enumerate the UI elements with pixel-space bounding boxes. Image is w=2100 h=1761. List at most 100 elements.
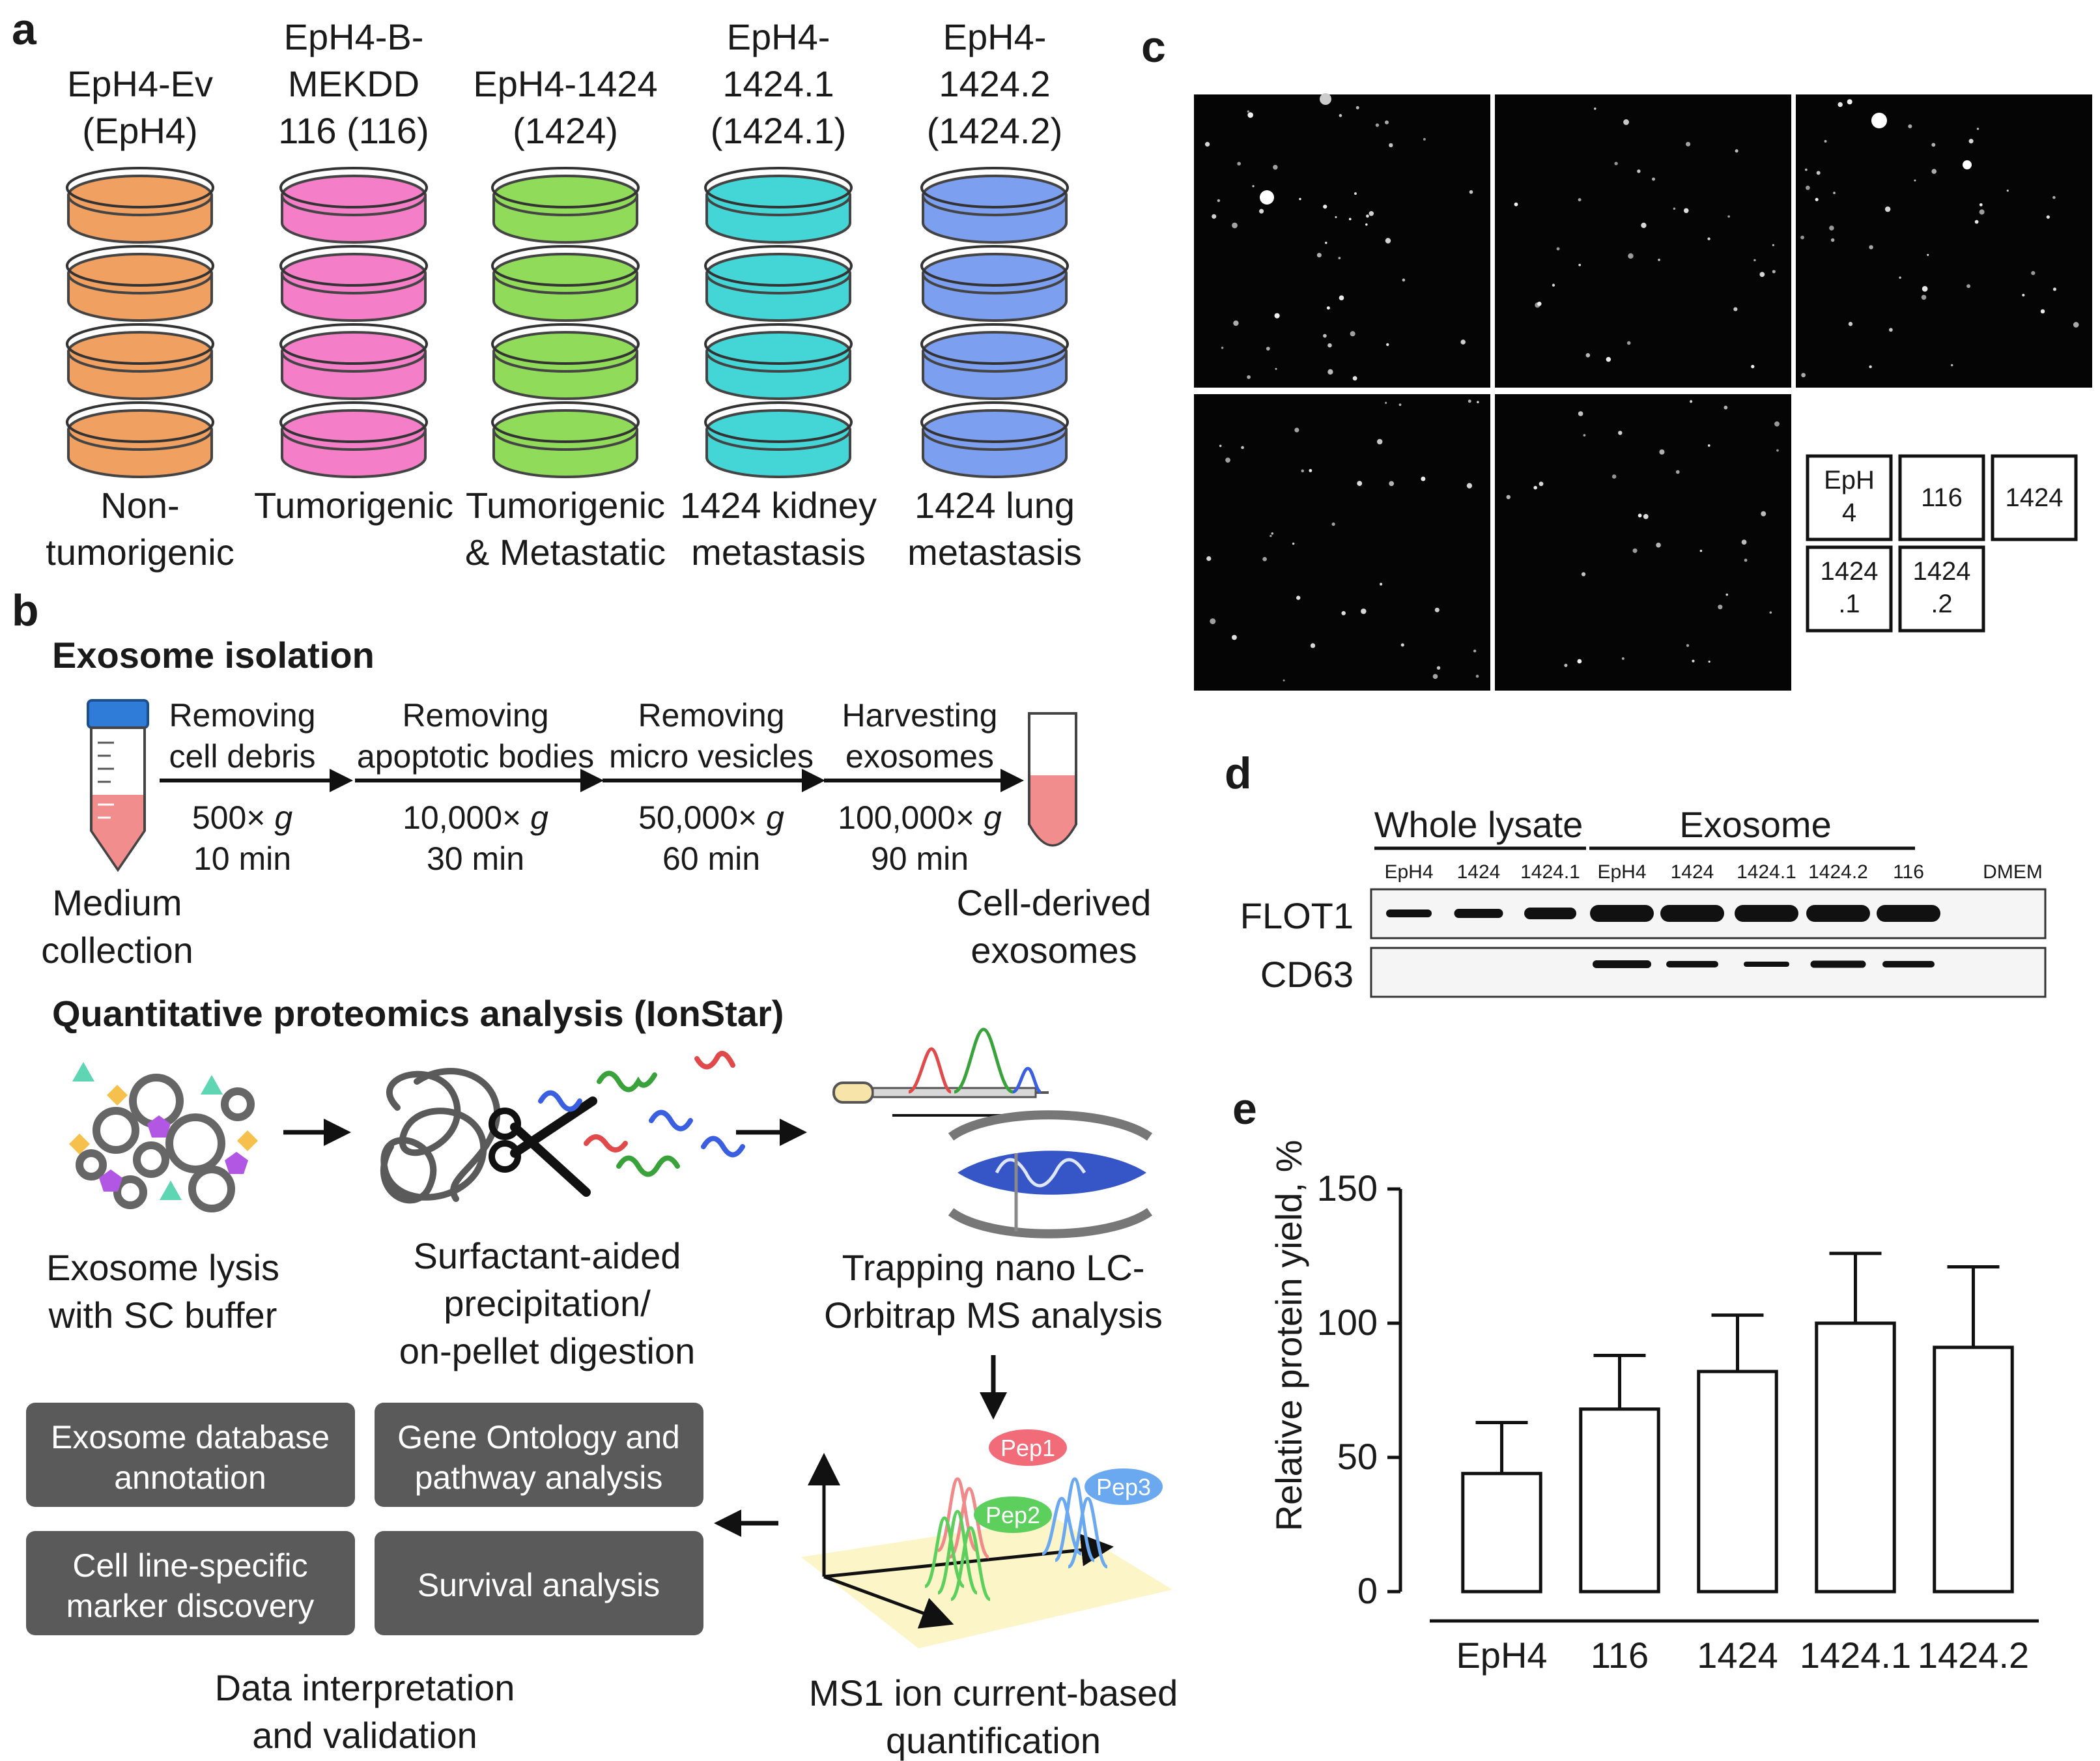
orbitrap-icon <box>948 1110 1152 1238</box>
cell-line-title: 1424.2 <box>939 63 1050 104</box>
step-label: apoptotic bodies <box>357 738 594 775</box>
lcms-label-line2: Orbitrap MS analysis <box>824 1295 1163 1336</box>
culture-dish-icon <box>491 167 640 244</box>
legend-box-116: 116 <box>1898 454 1985 541</box>
digestion-label-line2: precipitation/ <box>444 1283 651 1324</box>
legend-eph4-line2: 4 <box>1842 498 1856 527</box>
bar-1424.2 <box>1933 1345 2014 1594</box>
panel-a-label: a <box>12 5 37 54</box>
row-label-cd63: CD63 <box>1260 954 1354 995</box>
legend-1424-2-line1: 1424 <box>1913 557 1971 586</box>
cell-line-title: 1424.1 <box>722 63 834 104</box>
lane-label: EpH4 <box>1597 861 1646 883</box>
flot1-band <box>1660 905 1724 922</box>
step-label: Removing <box>402 697 548 734</box>
cell-line-title: MEKDD <box>288 63 419 104</box>
box2-line1: Gene Ontology and <box>397 1419 680 1455</box>
culture-dish-icon <box>704 245 853 322</box>
step-time: 90 min <box>871 840 969 877</box>
blot-cd63 <box>1370 947 2047 998</box>
blot-bands <box>1386 905 1940 968</box>
start-label-line2: collection <box>41 930 193 971</box>
cell-line-title: EpH4- <box>727 16 830 57</box>
cell-line-title: 116 (116) <box>278 110 429 151</box>
step-time: 30 min <box>427 840 524 877</box>
culture-dish-icon <box>491 245 640 322</box>
microscopy-image-116 <box>1495 94 1791 388</box>
bar-1424.1 <box>1815 1321 1896 1594</box>
cell-line-title: (1424) <box>513 110 618 151</box>
x-tick-label: 116 <box>1591 1635 1649 1676</box>
interp-label-line1: Data interpretation <box>215 1667 515 1708</box>
lane-label: EpH4 <box>1384 861 1433 883</box>
row-label-flot1: FLOT1 <box>1240 895 1354 936</box>
panel-e-label: e <box>1232 1084 1257 1134</box>
culture-dish-icon <box>491 401 640 478</box>
interp-label-line2: and validation <box>252 1715 477 1756</box>
pep3-label: Pep3 <box>1096 1474 1151 1500</box>
box1-line1: Exosome database <box>51 1419 330 1455</box>
y-tick-label: 100 <box>1317 1302 1378 1343</box>
cell-line-title: EpH4-B- <box>284 16 424 57</box>
lane-label: 116 <box>1893 861 1924 883</box>
lane-label: DMEM <box>1983 861 2043 883</box>
lysis-label-line2: with SC buffer <box>48 1295 277 1336</box>
step-label: Harvesting <box>842 697 998 734</box>
legend-116-line1: 116 <box>1921 483 1963 512</box>
scissors-icon <box>489 1096 597 1197</box>
cell-line-title: EpH4-1424 <box>473 63 657 104</box>
dish-columns: EpH4-Ev(EpH4)Non-tumorigenicEpH4-B-MEKDD… <box>46 16 1082 573</box>
box2-line2: pathway analysis <box>415 1459 663 1496</box>
cell-line-description: tumorigenic <box>46 532 234 573</box>
flot1-band <box>1454 909 1503 918</box>
y-axis-label: Relative protein yield, % <box>1268 1140 1309 1532</box>
cell-line-description: Tumorigenic <box>466 485 665 526</box>
cell-line-description: metastasis <box>907 532 1082 573</box>
culture-dish-icon <box>491 323 640 400</box>
y-tick-label: 50 <box>1337 1436 1378 1477</box>
digestion-label-line3: on-pellet digestion <box>399 1330 696 1371</box>
culture-dish-icon <box>920 401 1069 478</box>
step-force: 500× g <box>192 799 293 836</box>
isolation-step-1: Removing apoptotic bodies 10,000× g 30 min <box>355 697 604 877</box>
protein-shapes-icon <box>69 1062 258 1200</box>
microscopy-image-eph4 <box>1194 93 1490 388</box>
panel-c: c EpH 4 116 <box>1141 22 2092 691</box>
culture-dish-icon <box>920 167 1069 244</box>
panel-e: e Relative protein yield, % 050100150EpH… <box>1232 1084 2039 1676</box>
step-force: 50,000× g <box>638 799 784 836</box>
legend-1424-2-line2: .2 <box>1931 590 1952 618</box>
culture-dish-icon <box>279 401 428 478</box>
legend-box-eph4: EpH 4 <box>1806 454 1893 541</box>
x-tick-label: EpH4 <box>1456 1635 1547 1676</box>
lane-label: 1424.1 <box>1520 861 1580 883</box>
exosome-tube-icon <box>1028 712 1077 847</box>
box4-line1: Survival analysis <box>418 1567 660 1603</box>
legend-box-1424-1: 1424 .1 <box>1806 545 1893 633</box>
end-label-line1: Cell-derived <box>957 882 1152 923</box>
panel-d-label: d <box>1225 749 1252 798</box>
step-force: 10,000× g <box>403 799 548 836</box>
cell-line-column-1: EpH4-B- MEKDD 116 (116) Tumorigenic <box>254 16 453 526</box>
cell-line-column-2: EpH4-1424 (1424) Tumorigenic & Metastatic <box>465 63 666 573</box>
lane-label: 1424 <box>1671 861 1714 883</box>
culture-dish-icon <box>279 167 428 244</box>
pep1-label: Pep1 <box>1000 1435 1055 1461</box>
cell-line-title: (1424.2) <box>927 110 1063 151</box>
quant-label-line1: MS1 ion current-based <box>809 1672 1178 1713</box>
culture-dish-icon <box>66 167 214 244</box>
end-label-line2: exosomes <box>971 930 1137 971</box>
cell-line-description: & Metastatic <box>465 532 666 573</box>
cell-line-title: (EpH4) <box>82 110 197 151</box>
cell-line-description: Tumorigenic <box>254 485 453 526</box>
panel-a: a EpH4-Ev(EpH4)Non-tumorigenicEpH4-B-MEK… <box>12 5 1082 573</box>
box3-line2: marker discovery <box>66 1588 315 1624</box>
